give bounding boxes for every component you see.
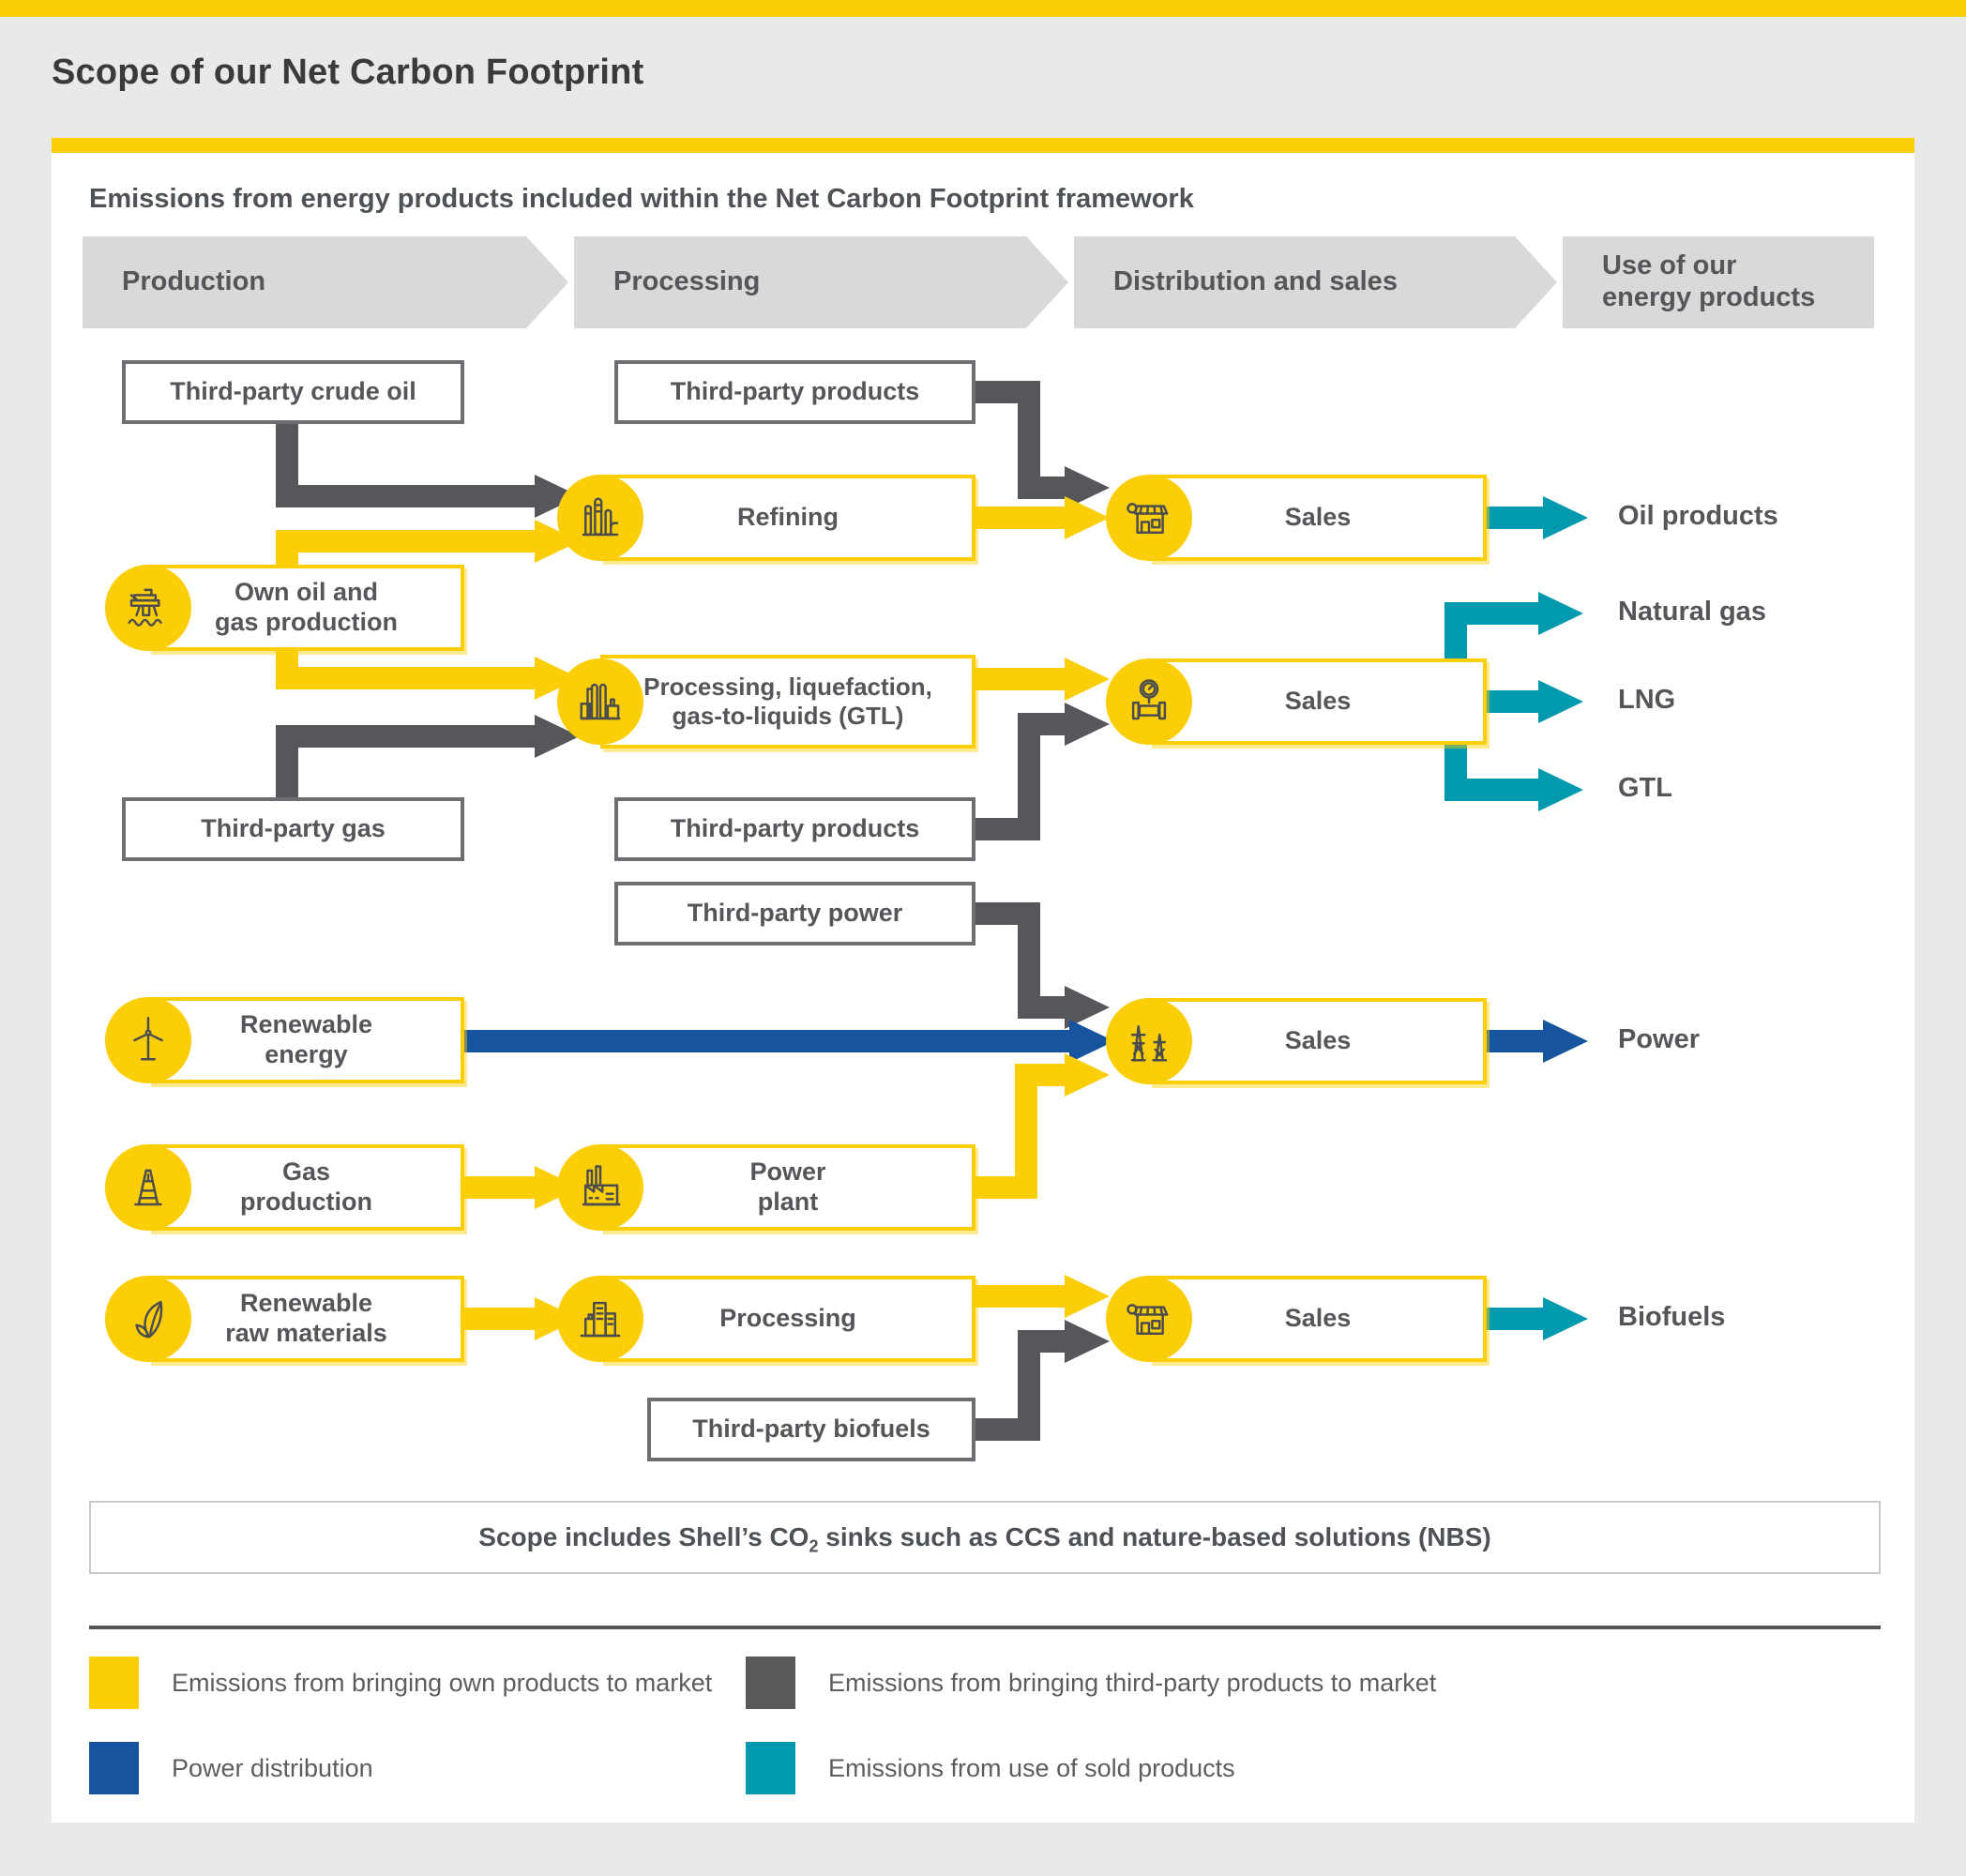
wind-turbine-icon — [105, 997, 191, 1083]
buildings-icon — [557, 1276, 643, 1362]
third-party-biofuels-box: Third-party biofuels — [647, 1398, 975, 1461]
scope-note-banner: Scope includes Shell’s CO2 sinks such as… — [89, 1501, 1881, 1574]
arrow-segment-tpgas-to-gtl — [276, 725, 535, 748]
renewable-energy-box: Renewable energy — [148, 997, 464, 1083]
legend-power-distribution-label: Power distribution — [172, 1753, 373, 1782]
arrow-segment-sales-to-natural-gas — [1444, 602, 1538, 625]
own-oil-and-gas-production-box: Own oil and gas production — [148, 565, 464, 651]
processing-liquefaction-gtl-box: Processing, liquefaction, gas-to-liquids… — [600, 655, 975, 749]
arrow-segment-sales-to-biofuels-out — [1487, 1308, 1543, 1330]
arrow-head-sales-to-lng — [1538, 680, 1583, 723]
processing-biofuels-box: Processing — [600, 1276, 975, 1362]
legend-use-of-sold: Emissions from use of sold products — [746, 1742, 1235, 1794]
arrow-segment-own-to-gtl — [276, 667, 535, 689]
renewable-raw-materials-box: Renewable raw materials — [148, 1276, 464, 1362]
third-party-crude-oil-box: Third-party crude oil — [122, 360, 464, 424]
arrow-head-tpbio-to-sales-bio — [1065, 1320, 1110, 1363]
output-label-gtl: GTL — [1618, 773, 1672, 803]
legend-divider-rule — [89, 1626, 1881, 1629]
arrow-segment-gasprod-to-powerplant — [464, 1176, 535, 1199]
arrow-head-gtl-to-sales-gas — [1065, 658, 1110, 701]
arrow-segment-tpbio-to-sales-bio — [1018, 1330, 1040, 1441]
legend-power-distribution: Power distribution — [89, 1742, 373, 1794]
legend-own-products: Emissions from bringing own products to … — [89, 1657, 712, 1709]
arrow-segment-tpp2-to-sales-gas — [1018, 713, 1040, 840]
arrow-segment-tpp2-to-sales-gas — [1040, 713, 1065, 735]
arrow-segment-sales-to-oil-products — [1487, 507, 1543, 529]
leaf-icon — [105, 1276, 191, 1362]
arrow-segment-refining-to-sales-oil — [975, 507, 1065, 529]
arrow-segment-crude-to-refining — [276, 485, 535, 507]
legend-own-products-label: Emissions from bringing own products to … — [172, 1668, 713, 1697]
power-plant-box: Power plant — [600, 1144, 975, 1231]
legend-use-of-sold-swatch — [746, 1742, 795, 1794]
arrow-segment-tpp-to-sales-oil — [1018, 381, 1040, 499]
output-label-natural-gas: Natural gas — [1618, 597, 1766, 627]
offshore-platform-icon — [105, 565, 191, 651]
output-label-lng: LNG — [1618, 685, 1676, 715]
gas-plant-icon — [557, 658, 643, 745]
arrow-segment-renewraw-to-processing — [464, 1308, 535, 1330]
legend-third-party: Emissions from bringing third-party prod… — [746, 1657, 1436, 1709]
arrow-segment-tppower-to-sales-power — [1040, 996, 1065, 1019]
arrow-segment-sales-to-lng — [1487, 690, 1538, 713]
top-accent-bar — [0, 0, 1966, 17]
arrow-segment-sales-to-power-out — [1487, 1030, 1543, 1052]
legend-use-of-sold-label: Emissions from use of sold products — [828, 1753, 1235, 1782]
arrow-head-sales-to-power-out — [1543, 1020, 1588, 1063]
third-party-products-oil-box: Third-party products — [614, 360, 975, 424]
shop-icon — [1106, 475, 1192, 561]
page-title: Scope of our Net Carbon Footprint — [52, 53, 644, 92]
arrow-head-sales-to-natural-gas — [1538, 592, 1583, 635]
arrow-segment-sales-to-gtl-out — [1444, 779, 1538, 801]
arrow-segment-powerplant-to-sales-power — [1037, 1064, 1065, 1086]
diagram-subtitle: Emissions from energy products included … — [89, 184, 1194, 214]
sales-biofuels-box: Sales — [1149, 1276, 1487, 1362]
arrow-head-processing-to-sales-bio — [1065, 1275, 1110, 1318]
sales-power-box: Sales — [1149, 998, 1487, 1084]
shop-icon — [1106, 1276, 1192, 1362]
arrow-segment-processing-to-sales-bio — [975, 1285, 1065, 1308]
arrow-segment-gtl-to-sales-gas — [975, 668, 1065, 690]
sales-gas-box: Sales — [1149, 658, 1487, 745]
arrow-head-refining-to-sales-oil — [1065, 496, 1110, 539]
third-party-power-box: Third-party power — [614, 882, 975, 946]
arrow-head-tpp2-to-sales-gas — [1065, 703, 1110, 746]
third-party-products-gas-box: Third-party products — [614, 797, 975, 861]
legend-third-party-swatch — [746, 1657, 795, 1709]
pipeline-icon — [1106, 658, 1192, 745]
arrow-segment-tpp-to-sales-oil — [1040, 477, 1065, 499]
arrow-segment-tpbio-to-sales-bio — [1040, 1330, 1065, 1353]
output-label-power: Power — [1618, 1024, 1701, 1054]
sales-oil-box: Sales — [1149, 475, 1487, 561]
refinery-icon — [557, 475, 643, 561]
legend-third-party-label: Emissions from bringing third-party prod… — [828, 1668, 1437, 1697]
arrow-segment-tppower-to-sales-power — [1018, 902, 1040, 1019]
arrow-head-powerplant-to-sales-power — [1065, 1053, 1110, 1097]
stage-header-production: Production — [83, 236, 568, 328]
refining-box: Refining — [600, 475, 975, 561]
arrow-head-sales-to-oil-products — [1543, 496, 1588, 539]
scope-note-text: Scope includes Shell’s CO2 sinks such as… — [478, 1522, 1491, 1556]
output-label-biofuels: Biofuels — [1618, 1302, 1726, 1332]
power-plant-icon — [557, 1144, 643, 1231]
title-divider-bar — [52, 138, 1914, 153]
stage-header-use-of-energy-products: Use of our energy products — [1563, 236, 1874, 328]
gas-production-box: Gas production — [148, 1144, 464, 1231]
derrick-icon — [105, 1144, 191, 1231]
arrow-head-sales-to-gtl-out — [1538, 768, 1583, 811]
output-label-oil-products: Oil products — [1618, 501, 1778, 531]
arrow-segment-powerplant-to-sales-power — [1015, 1064, 1037, 1199]
arrow-segment-own-to-refining — [276, 530, 535, 552]
legend-own-products-swatch — [89, 1657, 139, 1709]
stage-header-distribution-and-sales: Distribution and sales — [1074, 236, 1557, 328]
arrow-head-sales-to-biofuels-out — [1543, 1297, 1588, 1340]
stage-header-processing: Processing — [574, 236, 1068, 328]
legend-power-distribution-swatch — [89, 1742, 139, 1794]
arrow-segment-renewable-to-sales-power — [464, 1030, 1069, 1052]
third-party-gas-box: Third-party gas — [122, 797, 464, 861]
pylon-icon — [1106, 998, 1192, 1084]
